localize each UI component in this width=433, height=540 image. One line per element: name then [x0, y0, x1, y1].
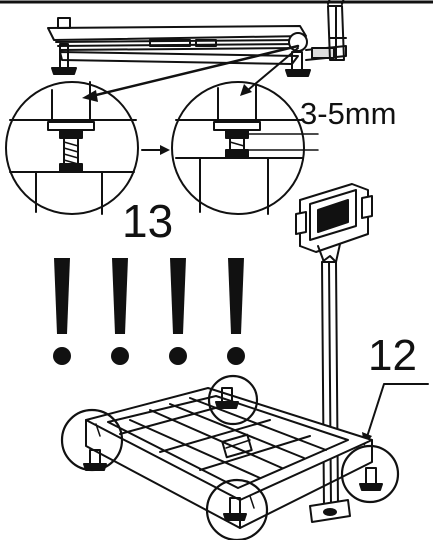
foot-highlight-circles — [60, 374, 400, 540]
foot-detail-after — [171, 81, 319, 215]
step-13-label: 13 — [122, 195, 174, 247]
foot-circle-front — [205, 478, 269, 540]
foot-circle-back — [207, 374, 259, 426]
exclamation-mark — [227, 258, 245, 365]
step-12-label: 12 — [368, 331, 417, 380]
scale-base — [85, 387, 373, 529]
foot-circle-left — [60, 408, 124, 472]
foot-circle-right — [340, 444, 400, 504]
exclamation-mark — [53, 258, 71, 365]
pointer-arrow-1 — [90, 44, 300, 98]
exclamation-mark — [169, 258, 187, 365]
label-12-leader — [365, 383, 429, 441]
scale-side-view — [47, 0, 347, 77]
column-pole — [321, 255, 339, 509]
indicator-head — [295, 183, 373, 263]
gap-dimension-label: 3-5mm — [300, 96, 397, 131]
warning-exclamations — [53, 258, 245, 365]
exclamation-mark — [111, 258, 129, 365]
foot-detail-before — [5, 81, 139, 215]
